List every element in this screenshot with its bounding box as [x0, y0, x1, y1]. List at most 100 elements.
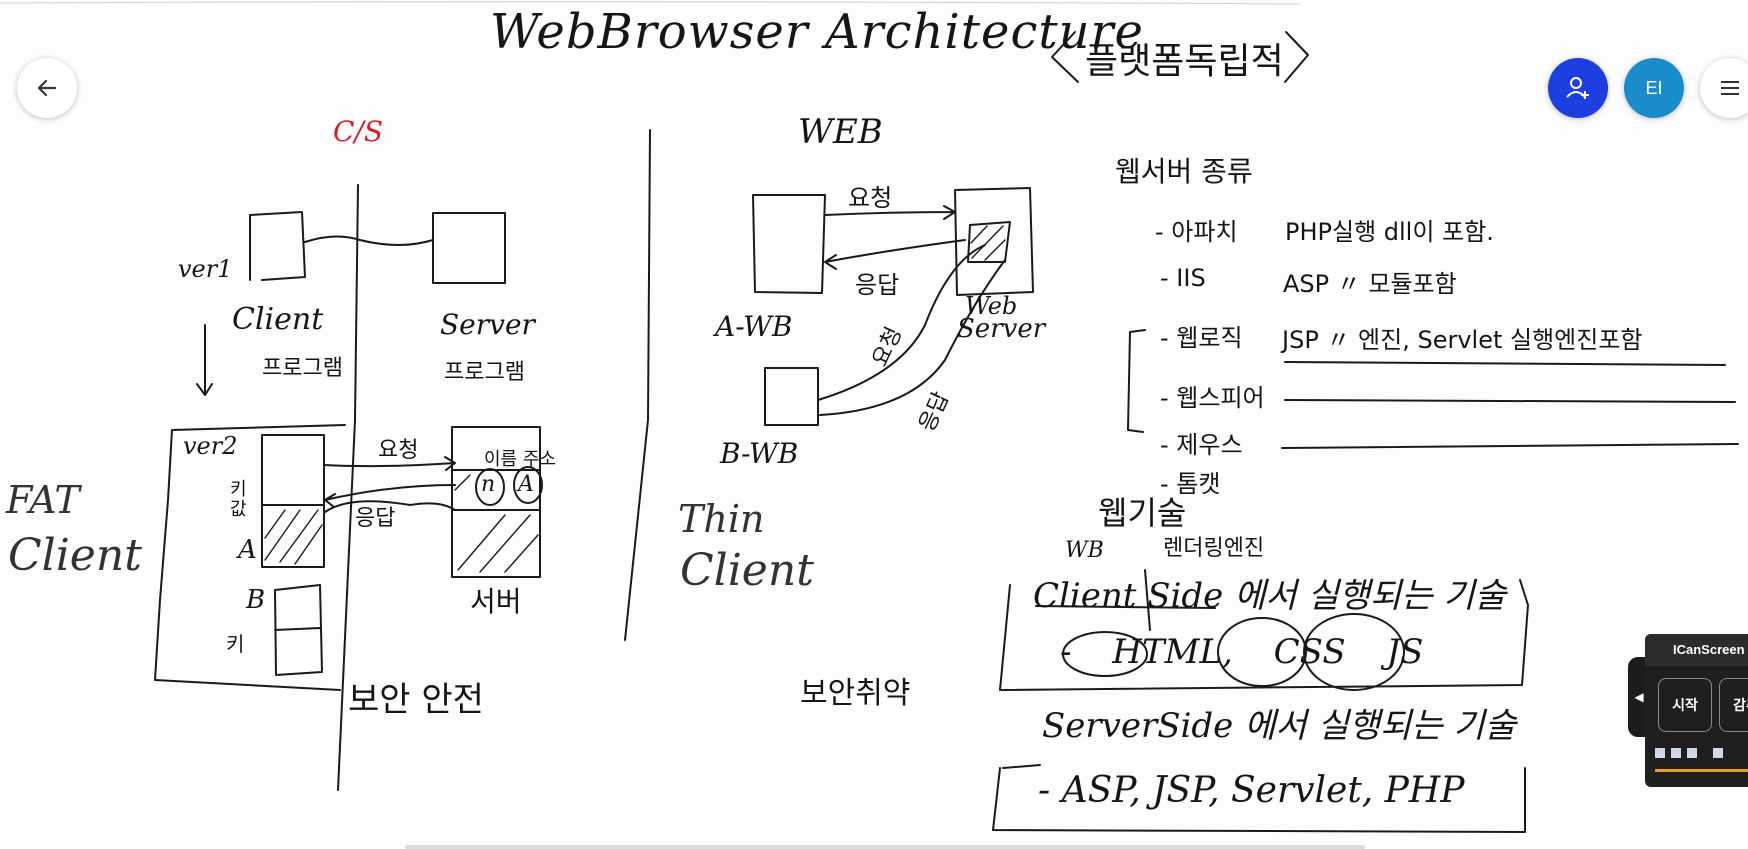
ver2-label: ver2 [183, 432, 238, 460]
server-program-label: 프로그램 [444, 360, 525, 385]
hide-label: 감추 [1733, 698, 1748, 714]
widget-icon-row [1655, 748, 1723, 758]
ver2-client-table [261, 434, 325, 568]
server-row-4-name: - 웹스피어 [1160, 384, 1265, 412]
web-server-inner [967, 221, 1011, 263]
widget-hide-button[interactable]: 감추 [1719, 678, 1748, 732]
ver1-wave-line [304, 235, 434, 246]
a-request-arrow [824, 205, 956, 220]
back-button[interactable] [17, 58, 77, 118]
server-row-3-name: - 웹로직 [1160, 324, 1243, 352]
b-wb-label: B-WB [720, 437, 799, 470]
page-title: WebBrowser Architecture [490, 4, 1144, 60]
server-row-2-desc: ASP 〃 모듈포함 [1283, 270, 1457, 298]
client-program-label: 프로그램 [262, 356, 343, 381]
horizontal-scrollbar[interactable] [405, 845, 1365, 849]
server-side-label: ServerSide 에서 실행되는 기술 [1042, 706, 1516, 746]
circle-js [1303, 613, 1405, 691]
ver2-response-label: 응답 [355, 506, 396, 531]
arrow-left-icon [37, 79, 57, 97]
icanscreen-widget: ICanScreen 시작 감추 [1645, 634, 1748, 787]
menu-button[interactable] [1700, 58, 1748, 118]
row-a-label: A [238, 535, 257, 565]
id-addr-label: 이름 주소 [484, 449, 556, 470]
server-tech-items: - ASP, JSP, Servlet, PHP [1038, 770, 1465, 811]
secure-label: 보안 안전 [348, 680, 484, 720]
client-tech-items: - HTML, CSS JS [1060, 632, 1424, 672]
client-label: Client [232, 302, 324, 337]
weblogic-underline [1284, 361, 1726, 366]
image-icon[interactable] [1655, 748, 1665, 758]
n-label: n [481, 472, 496, 497]
server-row-3-desc: JSP 〃 엔진, Servlet 실행엔진포함 [1282, 326, 1643, 354]
circle-a [513, 466, 543, 504]
web-server-box [954, 187, 1034, 296]
hamburger-icon [1721, 81, 1739, 95]
invite-user-button[interactable] [1548, 58, 1608, 118]
key-label: 키 [226, 632, 245, 656]
ver1-client-box [249, 211, 306, 281]
layout-icon[interactable] [1671, 748, 1681, 758]
widget-start-button[interactable]: 시작 [1658, 678, 1712, 732]
websphere-line [1284, 399, 1736, 403]
jeus-line [1281, 443, 1739, 449]
ver2-request-label: 요청 [378, 438, 419, 463]
a-response-label: 응답 [855, 271, 900, 299]
platform-bracket-left [1051, 31, 1079, 83]
tech-heading: 웹기술 [1098, 494, 1187, 532]
web-heading: WEB [798, 112, 883, 152]
key-value-label: 키 값 [230, 479, 247, 520]
web-server-label-1: Web [965, 292, 1018, 320]
top-edge-line [0, 1, 1301, 5]
a-wb-box [752, 194, 826, 294]
a-cell-label: A [518, 472, 534, 497]
wb-arrow [1144, 569, 1151, 631]
widget-collapse-tab[interactable]: ◀ [1628, 657, 1650, 737]
fat-label: FAT [6, 478, 80, 522]
ver2-request-arrow [323, 456, 456, 471]
thin-client-label: Client [680, 545, 814, 596]
server-row-2-name: - IIS [1160, 264, 1206, 292]
start-label: 시작 [1672, 698, 1698, 714]
web-server-label-2: Server [957, 314, 1046, 344]
fat-client-label: Client [8, 530, 142, 581]
ver1-label: ver1 [178, 255, 233, 283]
server-row-6-name: - 톰캣 [1160, 470, 1221, 498]
ver2-client-hatch [264, 509, 323, 565]
server-row-1-desc: PHP실행 dll이 포함. [1285, 218, 1494, 246]
client-side-box [999, 579, 1529, 691]
servers-heading: 웹서버 종류 [1115, 155, 1253, 188]
ver2-curve [324, 500, 456, 513]
server-row-1-name: - 아파치 [1155, 218, 1238, 246]
cs-divider-line [337, 184, 359, 791]
ver2-server-hatch [454, 474, 539, 573]
server-side-box [992, 767, 1526, 833]
circle-css [1217, 617, 1307, 687]
server-row-5-name: - 제우스 [1160, 431, 1243, 459]
b-wb-box [764, 367, 819, 426]
ver2-bracket [154, 424, 346, 691]
download-icon[interactable] [1687, 748, 1697, 758]
wb-label: WB [1065, 538, 1104, 563]
circle-html [1062, 631, 1148, 677]
avatar-initials: EI [1645, 77, 1663, 98]
server-kr-label: 서버 [470, 585, 522, 618]
render-engine-label: 렌더링엔진 [1163, 536, 1265, 561]
ver2-b-box [274, 584, 323, 676]
video-icon[interactable] [1713, 748, 1723, 758]
ver1-server-box [432, 212, 506, 284]
servers-bracket [1127, 329, 1146, 433]
widget-progress-bar [1655, 769, 1748, 772]
web-divider-line [624, 129, 651, 641]
ver-arrow-down [196, 324, 213, 396]
user-avatar-button[interactable]: EI [1624, 58, 1684, 118]
a-wb-label: A-WB [715, 310, 793, 343]
client-side-label: Client Side 에서 실행되는 기술 [1033, 576, 1506, 616]
cs-heading: C/S [333, 115, 384, 148]
platform-note: 플랫폼독립적 [1085, 41, 1284, 82]
person-add-icon [1566, 77, 1589, 99]
widget-title: ICanScreen [1645, 634, 1748, 666]
platform-bracket-right [1284, 31, 1309, 83]
collapse-arrow-icon: ◀ [1634, 690, 1644, 704]
